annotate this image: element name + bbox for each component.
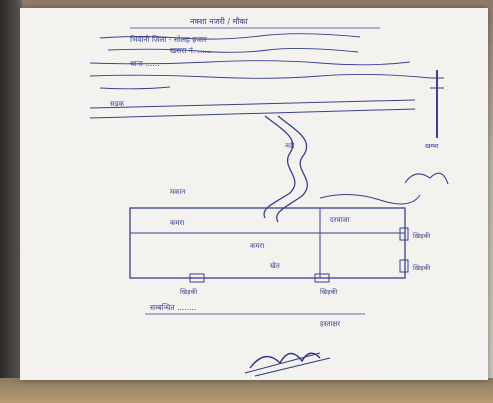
road-label: सड़क <box>110 100 124 108</box>
window-label-4: खिड़की <box>320 288 337 296</box>
paper-sheet: नक्शा नजरी / मौका भिवानी जिला - सोलह हजा… <box>20 8 488 380</box>
room-1-label: कमरा <box>170 219 184 227</box>
path-curve <box>319 194 421 205</box>
sketch-canvas: नक्शा नजरी / मौका भिवानी जिला - सोलह हजा… <box>89 16 449 377</box>
photo-left-shadow <box>0 0 22 403</box>
header-title: नक्शा नजरी / मौका <box>190 16 249 26</box>
pole-label: खम्भा <box>425 142 439 150</box>
window-label-3: खिड़की <box>180 288 197 296</box>
river-left-bank <box>263 115 296 219</box>
house-outline <box>129 207 406 279</box>
window-icon <box>314 273 330 283</box>
note-line-1: भिवानी जिला - सोलह हजार <box>130 35 208 44</box>
footer-line-1: सम्बन्धित ........ <box>150 303 196 312</box>
footer-line-2: हस्ताक्षर <box>320 320 340 328</box>
pole-icon <box>430 70 444 138</box>
window-label-1: खिड़की <box>413 232 430 240</box>
gate-label: दरवाजा <box>330 216 349 224</box>
room-2-label: कमरा <box>250 242 264 250</box>
window-icon <box>399 227 409 241</box>
window-icon <box>399 259 409 273</box>
road-line <box>89 99 416 109</box>
bush-icon <box>404 172 449 185</box>
road-line-2 <box>89 108 416 119</box>
river-right-bank <box>276 115 308 223</box>
house-label: मकान <box>170 188 185 196</box>
window-label-2: खिड़की <box>413 264 430 272</box>
handwriting-scribbles <box>89 33 431 90</box>
window-icon <box>189 273 205 283</box>
photo-bottom-edge <box>0 378 493 403</box>
river-label: नदी <box>285 141 295 150</box>
field-label: खेत <box>270 261 281 270</box>
signature-mark <box>244 352 331 377</box>
